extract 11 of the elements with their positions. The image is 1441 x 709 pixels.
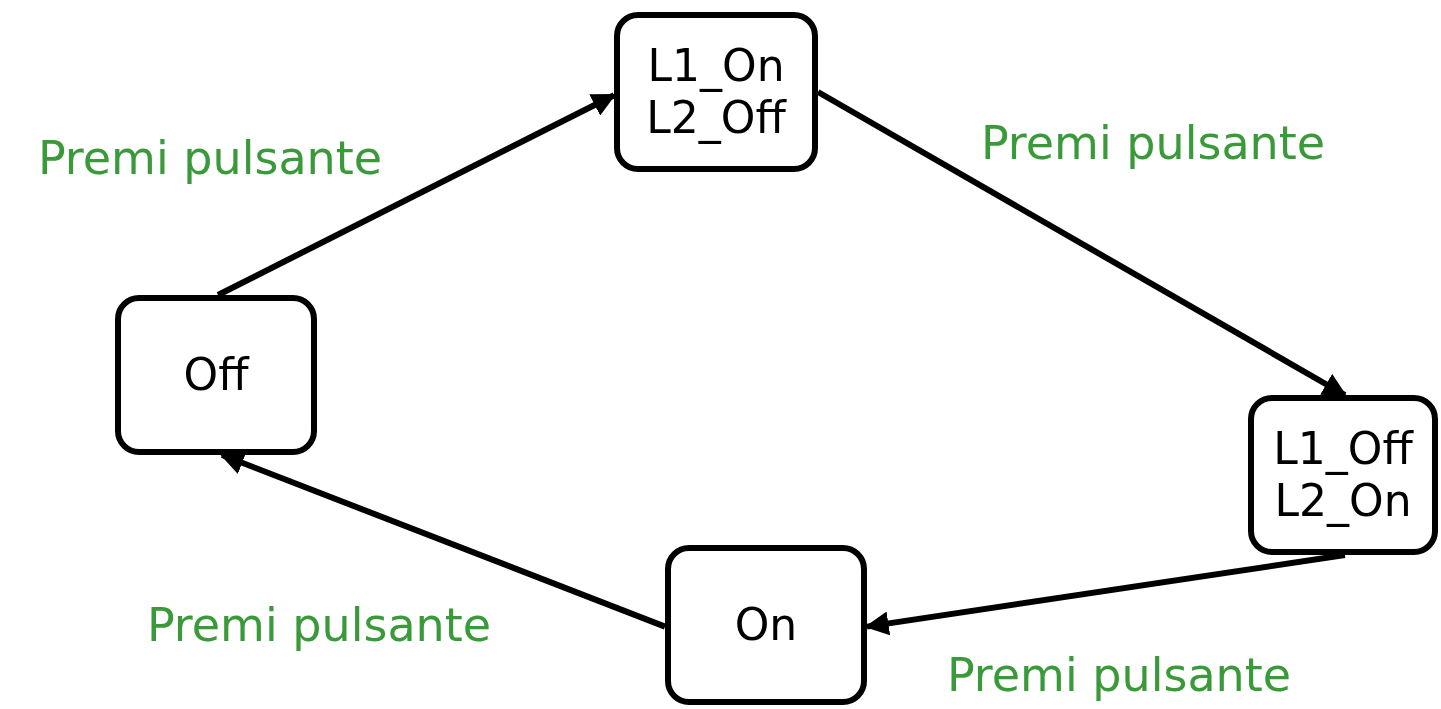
state-name: L2_On: [1274, 475, 1412, 527]
state-name: On: [734, 599, 798, 651]
state-box: [1248, 395, 1438, 555]
state-name: L1_On: [647, 40, 785, 92]
state-name: Off: [183, 349, 249, 401]
state-box: [665, 545, 867, 705]
arrow: [816, 89, 1347, 398]
state-name: L1_Off: [1273, 423, 1413, 475]
state-box: [614, 12, 818, 172]
state-name: L2_Off: [646, 92, 786, 144]
state-box: [115, 295, 317, 455]
